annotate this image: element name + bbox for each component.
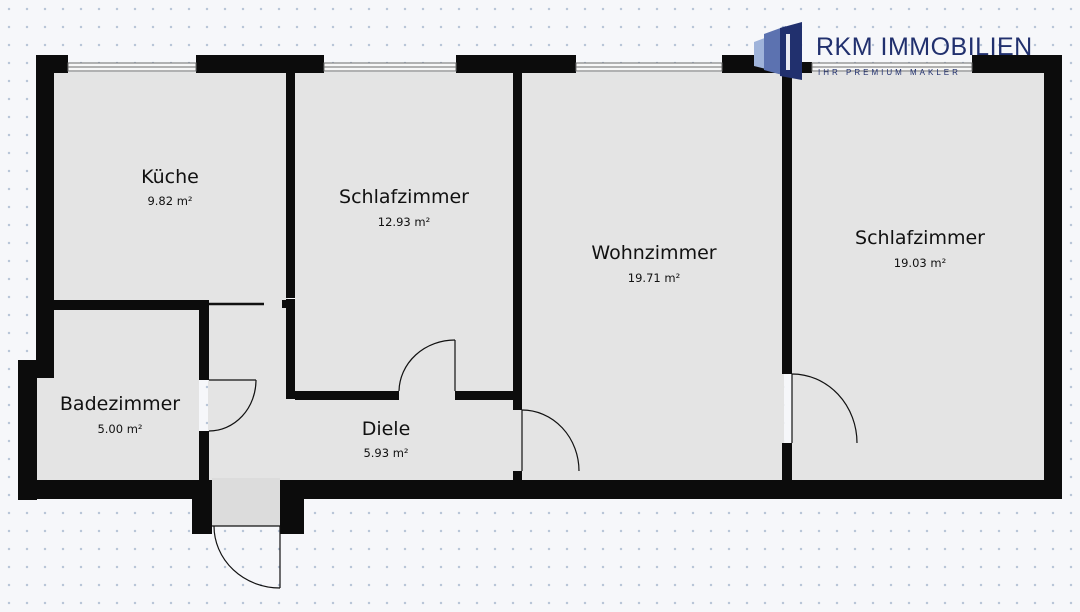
wall-left xyxy=(36,55,54,377)
wall-left xyxy=(18,360,54,378)
wall-interior xyxy=(282,300,290,308)
room-name-kueche: Küche xyxy=(141,166,199,188)
wall-entrance xyxy=(280,480,304,534)
wall-interior xyxy=(455,391,515,400)
wall-interior xyxy=(199,300,209,380)
wall-right xyxy=(1044,55,1062,499)
logo-building-icon xyxy=(754,22,802,80)
window-wohnzimmer xyxy=(575,62,723,72)
wall-interior xyxy=(295,391,399,400)
room-area-badezimmer: 5.00 m² xyxy=(97,422,142,436)
room-labels: Küche 9.82 m² Schlafzimmer 12.93 m² Wohn… xyxy=(60,166,985,460)
room-area-diele: 5.93 m² xyxy=(363,446,408,460)
wall-interior xyxy=(513,72,522,410)
wall-interior xyxy=(54,300,208,310)
wall-interior xyxy=(286,72,295,298)
floor-areas xyxy=(37,72,1044,526)
window-kueche xyxy=(67,62,197,72)
wall-interior xyxy=(782,72,792,374)
door-wohnzimmer xyxy=(521,409,580,472)
room-name-wohnzimmer: Wohnzimmer xyxy=(591,242,716,264)
wall-interior xyxy=(513,471,522,481)
wall-top xyxy=(196,55,324,73)
wall-interior xyxy=(782,443,792,483)
room-name-diele: Diele xyxy=(362,418,411,440)
wall-bottom xyxy=(280,480,1062,499)
company-logo: RKM IMMOBILIEN IHR PREMIUM MAKLER xyxy=(754,22,1033,80)
window-schlafzimmer-1 xyxy=(323,62,457,72)
floor-badezimmer xyxy=(37,310,199,480)
floor-wohnzimmer xyxy=(522,72,784,480)
door-badezimmer xyxy=(208,379,257,432)
door-entrance xyxy=(212,525,281,589)
floor-kueche xyxy=(54,72,288,302)
logo-tagline: IHR PREMIUM MAKLER xyxy=(818,68,961,77)
walls xyxy=(18,55,1062,534)
room-name-schlafzimmer-1: Schlafzimmer xyxy=(339,186,469,208)
floor-schlafzimmer-2 xyxy=(792,72,1044,480)
floor-entrance xyxy=(212,478,280,526)
room-name-badezimmer: Badezimmer xyxy=(60,393,180,415)
room-area-schlafzimmer-1: 12.93 m² xyxy=(378,215,430,229)
wall-interior xyxy=(286,299,295,399)
wall-bottom xyxy=(18,480,212,499)
windows xyxy=(67,62,973,72)
room-area-wohnzimmer: 19.71 m² xyxy=(628,271,680,285)
wall-interior xyxy=(199,431,209,499)
doors xyxy=(208,339,858,589)
door-schlafzimmer-1 xyxy=(398,339,456,392)
room-area-kueche: 9.82 m² xyxy=(147,194,192,208)
room-name-schlafzimmer-2: Schlafzimmer xyxy=(855,227,985,249)
logo-brand-name: RKM IMMOBILIEN xyxy=(816,33,1033,61)
door-schlafzimmer-2 xyxy=(791,373,858,444)
wall-left xyxy=(18,360,37,500)
room-area-schlafzimmer-2: 19.03 m² xyxy=(894,256,946,270)
window-schlafzimmer-2 xyxy=(811,62,973,72)
wall-top xyxy=(972,55,1062,73)
wall-top xyxy=(456,55,576,73)
